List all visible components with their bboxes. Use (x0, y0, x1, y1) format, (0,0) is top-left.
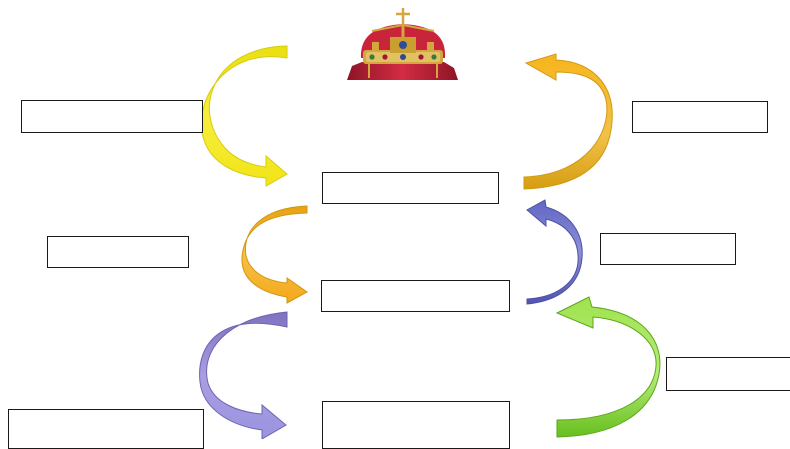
cycle-diagram (8, 8, 790, 449)
label-box-center-1[interactable] (322, 172, 499, 204)
label-box-right-2[interactable] (600, 233, 736, 265)
label-box-left-3[interactable] (8, 409, 204, 449)
purple-curved-arrow (199, 311, 288, 439)
blue-curved-arrow (526, 199, 583, 305)
label-box-center-2[interactable] (321, 280, 510, 312)
diagram-canvas (199, 8, 661, 439)
label-box-center-3[interactable] (322, 401, 510, 449)
label-box-left-2[interactable] (47, 236, 189, 268)
label-box-right-3[interactable] (666, 357, 790, 391)
holy-crown-image (347, 8, 458, 80)
label-box-right-1[interactable] (632, 101, 768, 133)
label-box-left-1[interactable] (21, 100, 203, 133)
orange-curved-arrow-top (523, 53, 613, 190)
green-curved-arrow (555, 296, 661, 438)
yellow-curved-arrow (200, 45, 288, 187)
orange-curved-arrow-middle (241, 205, 308, 304)
